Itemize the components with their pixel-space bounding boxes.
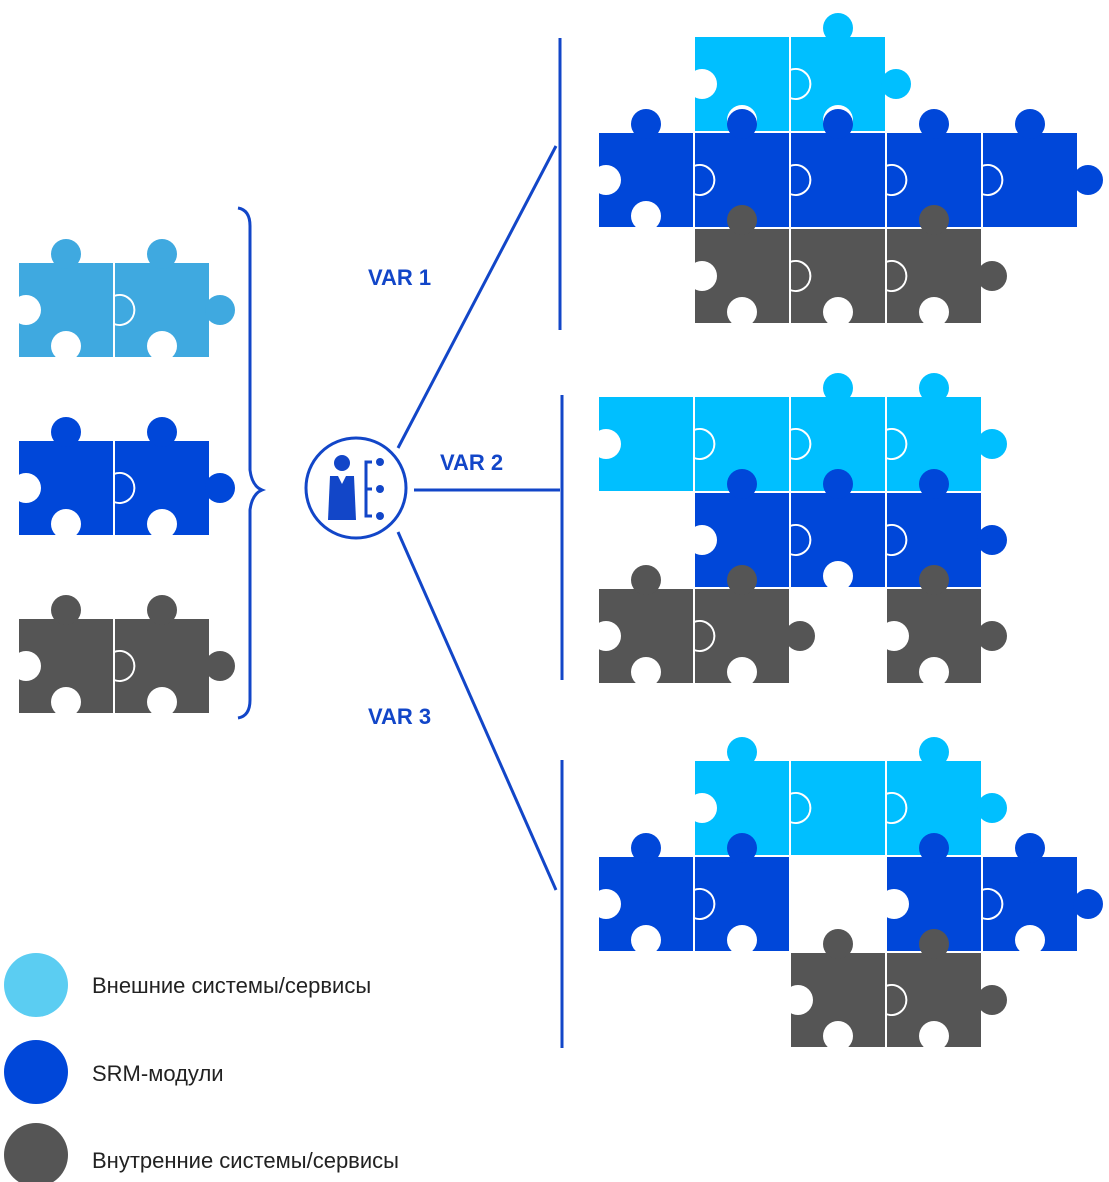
var3-piece-3 — [591, 833, 695, 955]
var3-piece-2 — [885, 737, 1007, 857]
legend-swatch-external — [4, 953, 68, 1017]
var3-label: VAR 3 — [368, 704, 431, 729]
var2-piece-4 — [687, 469, 791, 589]
legend-item-srm: SRM-модули — [4, 1040, 224, 1104]
connector-var3 — [396, 531, 558, 891]
var3-piece-4 — [693, 833, 791, 955]
variants-puzzles — [591, 13, 1103, 1051]
var1-piece-8 — [789, 227, 887, 327]
var1-piece-2 — [591, 109, 695, 231]
legend-label-internal: Внутренние системы/сервисы — [92, 1148, 399, 1173]
var2-piece-9 — [879, 565, 1007, 687]
legend-swatch-srm — [4, 1040, 68, 1104]
grouping-brace — [237, 206, 267, 720]
var3-piece-1 — [789, 759, 887, 857]
var2-piece-8 — [693, 565, 815, 687]
legend-swatch-internal — [4, 1123, 68, 1182]
var2-piece-0 — [591, 395, 695, 493]
left-piece-2-b — [113, 595, 235, 717]
var1-label: VAR 1 — [368, 265, 431, 290]
person-options-icon — [304, 436, 408, 540]
var1-piece-7 — [687, 205, 791, 327]
var1-piece-9 — [885, 205, 1007, 327]
legend-item-internal: Внутренние системы/сервисы — [4, 1123, 399, 1182]
var3-piece-6 — [981, 833, 1103, 955]
component-types-group — [11, 239, 235, 717]
var1-piece-6 — [981, 109, 1103, 229]
legend-item-external: Внешние системы/сервисы — [4, 953, 371, 1017]
left-piece-1-a — [11, 417, 115, 539]
left-piece-0-b — [113, 239, 235, 361]
var2-piece-7 — [591, 565, 695, 687]
var3-piece-7 — [783, 929, 887, 1051]
left-piece-0-a — [11, 239, 115, 361]
connector-var1 — [396, 145, 558, 449]
left-piece-1-b — [113, 417, 235, 539]
legend-label-srm: SRM-модули — [92, 1061, 224, 1086]
var2-label: VAR 2 — [440, 450, 503, 475]
legend: Внешние системы/сервисы SRM-модули Внутр… — [4, 953, 399, 1182]
left-piece-2-a — [11, 595, 115, 717]
var3-piece-8 — [885, 929, 1007, 1051]
legend-label-external: Внешние системы/сервисы — [92, 973, 371, 998]
connector-lines — [396, 38, 564, 1048]
var2-piece-3 — [885, 373, 1007, 493]
